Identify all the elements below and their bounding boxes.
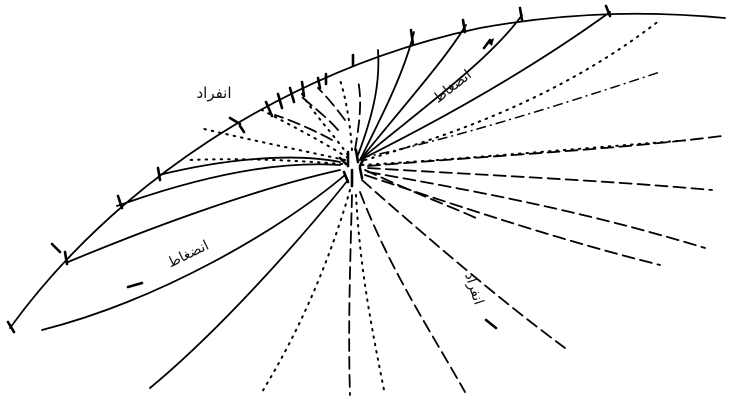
slip-ticks <box>8 6 610 332</box>
epicenter-cluster <box>340 150 364 186</box>
label-top-left: انفراد <box>196 84 231 102</box>
label-upper-right: انضغاط <box>430 67 474 107</box>
dashed-trajectories <box>275 80 722 395</box>
dotted-trajectories <box>190 20 690 395</box>
arrows <box>128 38 496 328</box>
label-lower-right: انفراد <box>461 271 486 307</box>
